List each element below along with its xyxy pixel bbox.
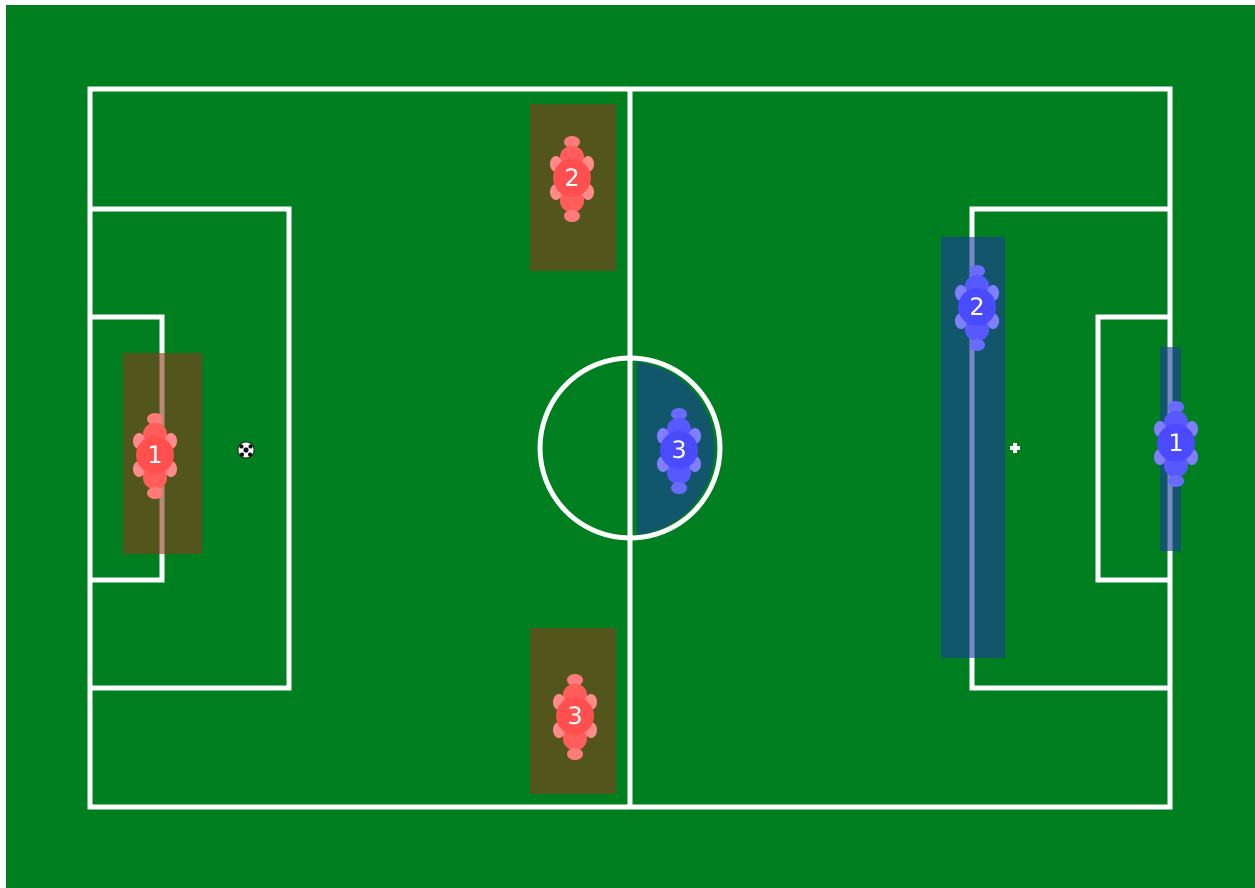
red-player-3-number: 3 <box>567 702 582 730</box>
blue-player-3-number: 3 <box>671 436 686 464</box>
red-player-2-number: 2 <box>564 164 579 192</box>
red-player-1-number: 1 <box>147 441 162 469</box>
blue-player-1-number: 1 <box>1168 429 1183 457</box>
blue-player-2-number: 2 <box>969 293 984 321</box>
soccer-ball-icon <box>238 442 254 458</box>
